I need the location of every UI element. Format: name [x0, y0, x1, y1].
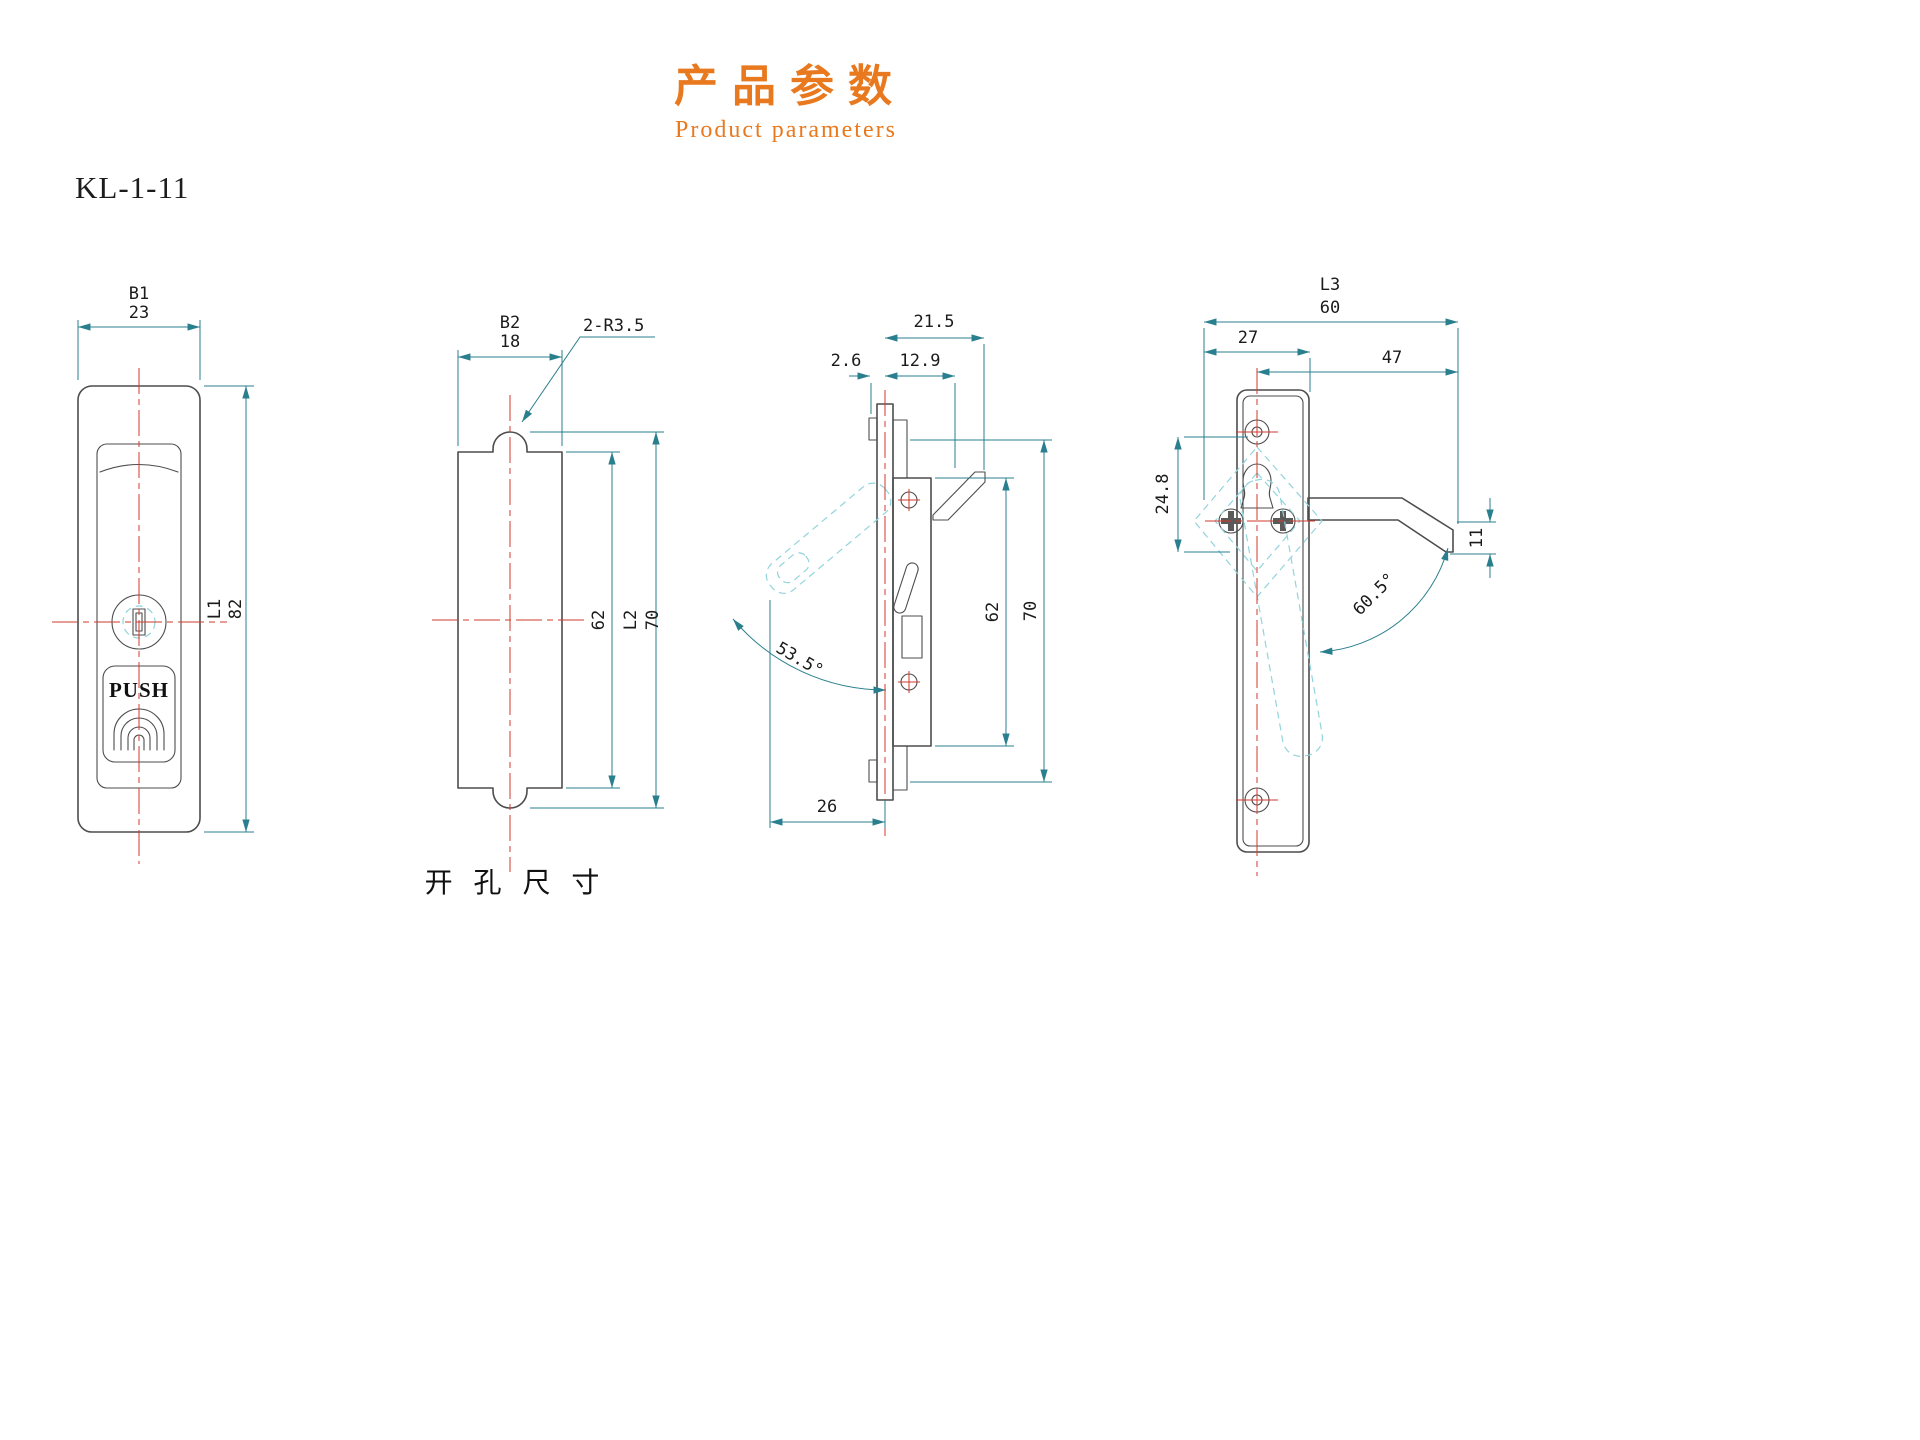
cutout-dimensions: B2 18 2-R3.5 62 L2 70	[457, 313, 664, 809]
dim-l2-value: 70	[643, 610, 663, 630]
rear-ghost: 60.5°	[1193, 446, 1449, 757]
top-clip	[868, 417, 878, 441]
lock-body	[892, 477, 932, 747]
rear-dimensions: L3 60 27 47 24.8 11	[1153, 275, 1496, 578]
cutout-caption: 开 孔 尺 寸	[425, 866, 606, 899]
latch-arm	[1307, 497, 1454, 553]
rear-view: 60.5° L3 60 27 47 24.8	[1153, 275, 1496, 876]
rear-outline	[1218, 389, 1454, 853]
dim-l1-value: 82	[226, 599, 246, 619]
dim-27-value: 27	[1238, 328, 1258, 348]
dim-24-8-value: 24.8	[1153, 474, 1173, 515]
dim-l1-label: L1	[205, 599, 225, 619]
dim-l3-label: L3	[1320, 275, 1340, 295]
dim-21-5-value: 21.5	[914, 312, 955, 332]
latch-tongue	[932, 471, 986, 521]
cam-slot	[893, 562, 919, 614]
dim-b1-label: B1	[129, 284, 149, 304]
side-dimensions: 21.5 2.6 12.9 62 70 26	[769, 312, 1052, 828]
page-subtitle: Product parameters	[675, 117, 897, 143]
front-dimensions: B1 23 L1 82	[77, 284, 254, 833]
cutout-centerlines	[432, 395, 588, 872]
page-title: 产品参数	[674, 61, 906, 112]
cutout-outline	[457, 431, 563, 809]
rear-centerlines	[1205, 368, 1320, 876]
dim-26-value: 26	[817, 797, 837, 817]
side-angle-value: 53.5°	[772, 638, 826, 681]
dim-b2-value: 18	[500, 332, 520, 352]
dim-b1-value: 23	[129, 303, 149, 323]
dim-b2-label: B2	[500, 313, 520, 333]
radius-note: 2-R3.5	[583, 316, 644, 336]
dim-62-side-value: 62	[983, 602, 1003, 622]
dim-l3-value: 60	[1320, 298, 1340, 318]
rear-angle-value: 60.5°	[1349, 569, 1399, 619]
front-centerlines	[52, 368, 227, 864]
bottom-clip	[868, 759, 878, 783]
cutout-view: B2 18 2-R3.5 62 L2 70 开 孔 尺 寸	[425, 313, 664, 899]
dim-62-value: 62	[589, 610, 609, 630]
dim-l2-label: L2	[621, 610, 641, 630]
dim-2-6-value: 2.6	[831, 351, 862, 371]
dim-70-value: 70	[1021, 601, 1041, 621]
model-number: KL-1-11	[75, 170, 190, 205]
front-view: PUSH B1 23 L1 82	[52, 284, 254, 864]
dim-47-value: 47	[1382, 348, 1402, 368]
dim-11-value: 11	[1467, 528, 1487, 548]
side-outline	[868, 403, 986, 801]
side-ghost-handle: 53.5°	[732, 482, 892, 694]
side-view: 53.5° 21.5 2.6 12.9 62	[732, 312, 1052, 840]
dim-12-9-value: 12.9	[900, 351, 941, 371]
